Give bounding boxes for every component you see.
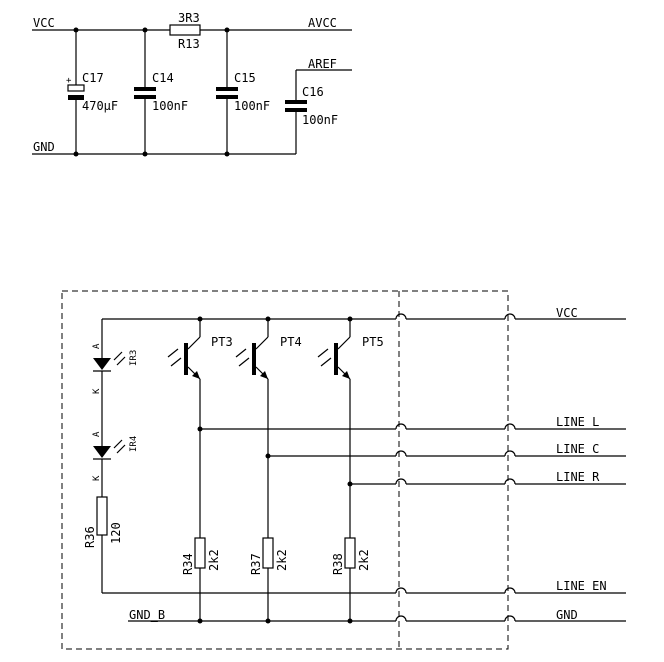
r38-value: 2k2 (357, 549, 371, 571)
c15-value: 100nF (234, 99, 270, 113)
gnd-crossing (504, 615, 516, 622)
junction-dot (265, 316, 271, 322)
pt4-collector (255, 336, 269, 350)
junction-dot (265, 453, 271, 459)
c16-name: C16 (302, 85, 324, 99)
junction-dot (265, 618, 271, 624)
c15-name: C15 (234, 71, 256, 85)
ir4-anode-label: A (92, 431, 102, 437)
gnd-label-top: GND (33, 140, 55, 154)
net-vcc-label: VCC (556, 306, 578, 320)
pt3-light-arrow (170, 357, 182, 367)
r34-name: R34 (181, 553, 195, 575)
r13-name: R13 (178, 37, 200, 51)
r38-name: R38 (331, 553, 345, 575)
r34-value: 2k2 (207, 549, 221, 571)
junction-dot (142, 27, 148, 33)
net-line-en-label: LINE_EN (556, 579, 607, 593)
junction-dot (347, 481, 353, 487)
c17-name: C17 (82, 71, 104, 85)
decoupling-section: 3R3 R13 VCC AVCC GND + C17 470µF C14 100… (32, 11, 352, 157)
pt4-light-arrow (235, 348, 247, 358)
junction-dot (224, 151, 230, 157)
r34-body (194, 537, 206, 569)
pt3-name: PT3 (211, 335, 233, 349)
ir4-emit-arrow (116, 444, 126, 454)
avcc-label: AVCC (308, 16, 337, 30)
line-r-crossing (395, 478, 407, 485)
junction-dot (224, 27, 230, 33)
c17-polarity: + (66, 76, 72, 86)
pt3-emitter-arrow (192, 371, 200, 379)
line-l-crossing (395, 423, 407, 430)
ir4-diode-triangle (93, 446, 111, 458)
ir3-emit-arrow (113, 351, 123, 361)
pt5-light-arrow (317, 348, 329, 358)
junction-dot (197, 426, 203, 432)
junction-dot (347, 618, 353, 624)
pt5-emitter-arrow (342, 371, 350, 379)
pt5-light-arrow (320, 357, 332, 367)
r13-value: 3R3 (178, 11, 200, 25)
ir3-anode-label: A (92, 343, 102, 349)
line-r-crossing (504, 478, 516, 485)
sensor-board-outline (61, 290, 509, 650)
r13-body (169, 24, 201, 36)
aref-label: AREF (308, 57, 337, 71)
ir4-name: IR4 (129, 436, 139, 452)
line-c-crossing (504, 450, 516, 457)
ir3-emit-arrow (116, 356, 126, 366)
ir4-cathode-label: K (92, 475, 102, 481)
net-line-r-label: LINE_R (556, 470, 600, 484)
line-l-crossing (504, 423, 516, 430)
r36-body (96, 496, 108, 536)
line-en-crossing (395, 587, 407, 594)
c14-value: 100nF (152, 99, 188, 113)
gnd-crossing (395, 615, 407, 622)
c14-name: C14 (152, 71, 174, 85)
junction-dot (197, 316, 203, 322)
vcc-crossing (504, 313, 516, 320)
junction-dot (197, 618, 203, 624)
r37-value: 2k2 (275, 549, 289, 571)
r37-body (262, 537, 274, 569)
vcc-label-top: VCC (33, 16, 55, 30)
ir3-diode-triangle (93, 358, 111, 370)
ir4-emit-arrow (113, 439, 123, 449)
gnd-b-label: GND_B (129, 608, 165, 622)
ir3-name: IR3 (129, 350, 139, 366)
pt4-light-arrow (238, 357, 250, 367)
r36-name: R36 (83, 526, 97, 548)
pt5-name: PT5 (362, 335, 384, 349)
ir3-cathode-label: K (92, 388, 102, 394)
c17-plate-positive (67, 84, 85, 92)
c17-plate-negative (68, 95, 84, 100)
pt4-emitter-arrow (260, 371, 268, 379)
r37-name: R37 (249, 553, 263, 575)
junction-dot (142, 151, 148, 157)
vcc-crossing (395, 313, 407, 320)
pt3-collector (187, 336, 201, 350)
junction-dot (73, 151, 79, 157)
line-c-crossing (395, 450, 407, 457)
pt4-name: PT4 (280, 335, 302, 349)
line-en-crossing (504, 587, 516, 594)
c17-value: 470µF (82, 99, 118, 113)
sensor-section: VCC LINE_L LINE_C LINE_R LINE_EN (61, 290, 626, 650)
net-line-l-label: LINE_L (556, 415, 599, 429)
pt3-light-arrow (167, 348, 179, 358)
r38-body (344, 537, 356, 569)
net-line-c-label: LINE_C (556, 442, 599, 456)
junction-dot (347, 316, 353, 322)
r36-value: 120 (109, 522, 123, 544)
pt5-collector (337, 336, 351, 350)
net-gnd-label: GND (556, 608, 578, 622)
c16-value: 100nF (302, 113, 338, 127)
junction-dot (73, 27, 79, 33)
